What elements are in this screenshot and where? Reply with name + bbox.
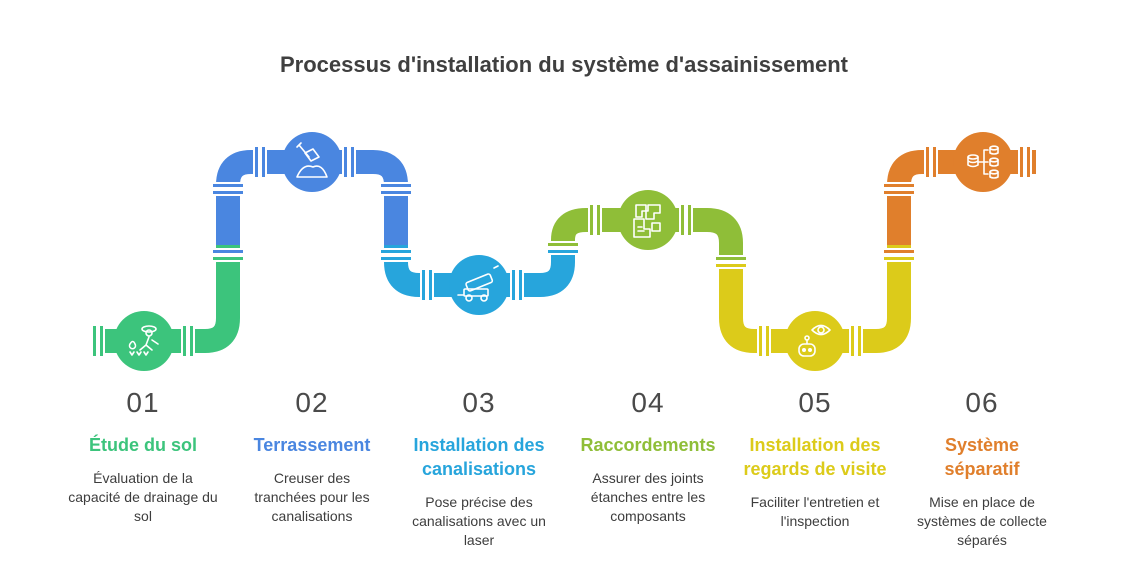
step-label: Installation des canalisations: [413, 435, 545, 479]
step-1: 01 Étude du sol Évaluation de la capacit…: [59, 387, 227, 526]
step-description: Assurer des joints étanches entre les co…: [590, 470, 706, 524]
step-number: 02: [295, 387, 329, 418]
pipe-segment-green: [93, 245, 240, 353]
diagram-title: Processus d'installation du système d'as…: [279, 52, 848, 77]
step-number: 06: [965, 387, 999, 418]
step-description: Faciliter l'entretien et l'inspection: [750, 494, 880, 529]
step-description: Mise en place de systèmes de collecte sé…: [917, 494, 1047, 548]
step-1-node: [114, 311, 174, 371]
puzzle-icon: [633, 204, 661, 238]
step-3: 03 Installation des canalisations Pose p…: [395, 387, 563, 550]
step-label: Terrassement: [253, 435, 371, 455]
step-6: 06 Système séparatif Mise en place de sy…: [898, 387, 1066, 550]
shovel-icon: [296, 142, 328, 178]
step-description: Creuser des tranchées pour les canalisat…: [254, 470, 370, 524]
step-2-node: [282, 132, 342, 192]
step-2: 02 Terrassement Creuser des tranchées po…: [228, 387, 396, 526]
step-4-node: [618, 190, 678, 250]
step-5: 05 Installation des regards de visite Fa…: [731, 387, 899, 531]
laser-cart-icon: [457, 265, 499, 302]
step-label: Installation des regards de visite: [743, 435, 887, 479]
soil-worker-icon: [128, 325, 159, 356]
step-5-node: [785, 311, 845, 371]
step-number: 01: [126, 387, 160, 418]
step-description: Évaluation de la capacité de drainage du…: [68, 470, 218, 524]
step-3-node: [449, 255, 509, 315]
step-6-node: [953, 132, 1013, 192]
step-label: Étude du sol: [89, 435, 197, 455]
eye-robot-icon: [798, 324, 831, 357]
step-label: Raccordements: [580, 435, 716, 455]
step-label: Système séparatif: [944, 435, 1020, 479]
database-network-icon: [967, 145, 999, 179]
step-number: 04: [631, 387, 665, 418]
step-description: Pose précise des canalisations avec un l…: [412, 494, 546, 548]
step-number: 03: [462, 387, 496, 418]
step-number: 05: [798, 387, 832, 418]
step-4: 04 Raccordements Assurer des joints étan…: [564, 387, 732, 526]
